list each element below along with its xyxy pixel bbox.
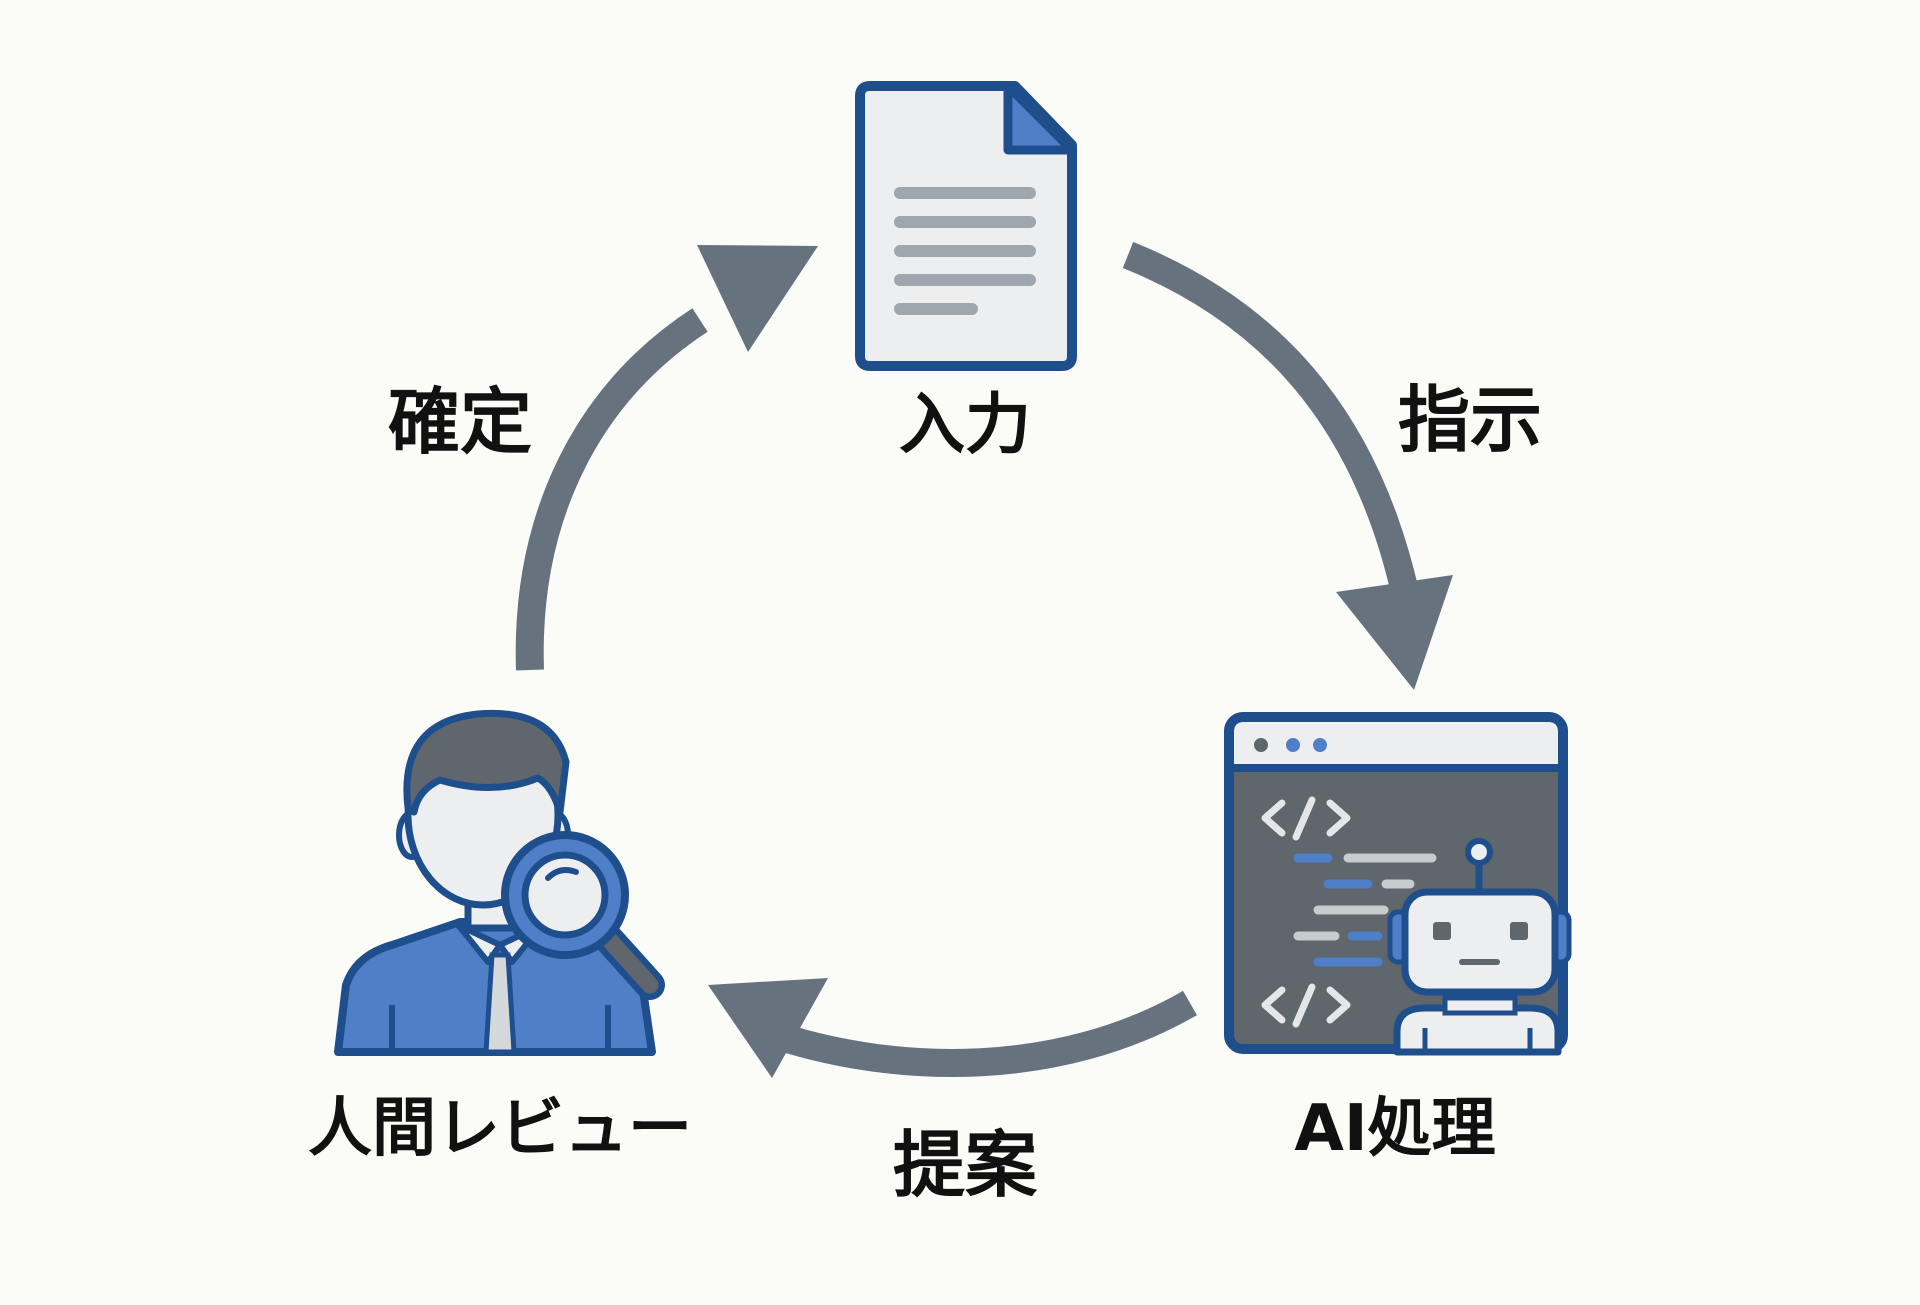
node-label-ai: AI処理 — [1294, 1092, 1495, 1166]
edge-label-confirm: 確定 — [388, 380, 532, 464]
arrow-instruct — [1122, 242, 1453, 690]
edge-label-propose: 提案 — [893, 1123, 1038, 1207]
person-magnifier-icon — [334, 709, 665, 1056]
code-window-robot-icon — [1224, 712, 1572, 1056]
edge-label-instruct: 指示 — [1398, 378, 1542, 462]
arrow-confirm — [515, 245, 818, 671]
robot-icon — [1387, 838, 1572, 1056]
node-label-review: 人間レビュー — [308, 1092, 692, 1166]
arrow-propose — [708, 978, 1197, 1078]
node-label-input: 入力 — [899, 386, 1031, 463]
document-icon — [855, 81, 1077, 371]
